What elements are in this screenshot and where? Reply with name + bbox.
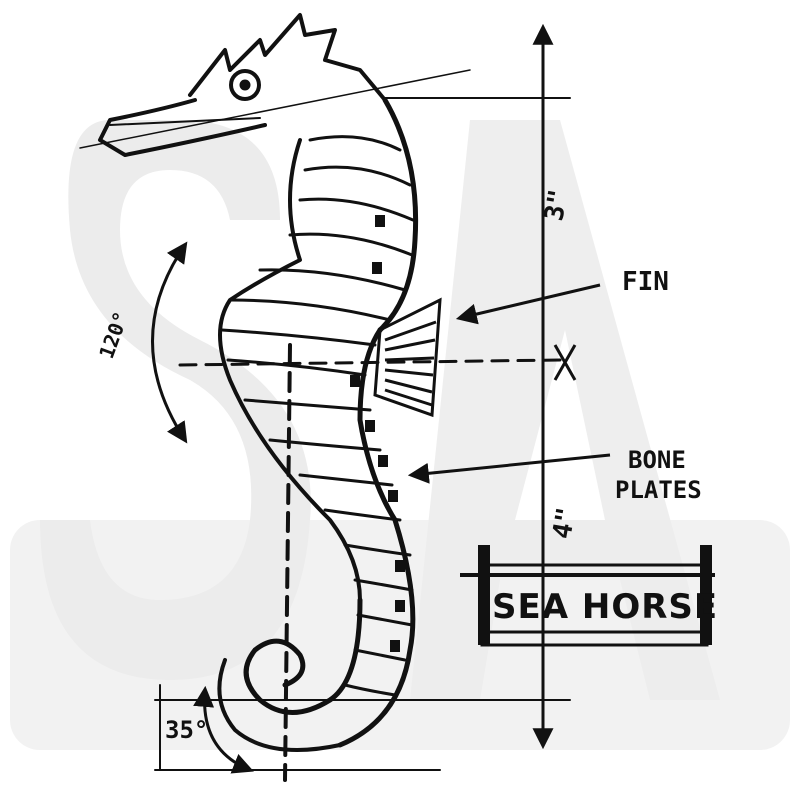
guide-lines <box>79 69 571 782</box>
height-dimension-arrow <box>532 23 577 750</box>
title-label-box <box>460 545 715 647</box>
fin-label: FIN <box>622 267 669 297</box>
bone-plates-label-line2: PLATES <box>615 476 702 504</box>
height-label-bottom: 4" <box>547 505 582 541</box>
height-label-top: 3" <box>539 187 574 223</box>
tail-angle-label: 35° <box>165 716 208 744</box>
annotation-arrows <box>151 241 611 774</box>
sea-horse-title: SEA HORSE <box>492 587 718 627</box>
bone-plates-label-line1: BONE <box>628 446 686 474</box>
dorsal-fin <box>373 297 442 418</box>
